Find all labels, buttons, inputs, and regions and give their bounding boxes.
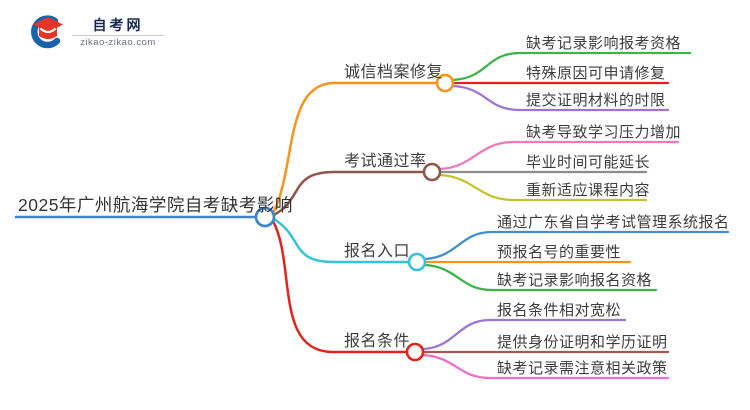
leaf-line-3-1 (423, 230, 730, 261)
leaf-line-1-1 (451, 51, 692, 82)
logo-site-name: 自考网 (92, 16, 144, 33)
leaf-label-3-1[interactable]: 通过广东省自学考试管理系统报名 (497, 214, 730, 231)
branch-line-4 (271, 219, 409, 354)
branch-node-circle-1[interactable] (435, 73, 455, 93)
branch-label-2[interactable]: 考试通过率 (344, 153, 427, 170)
root-node-circle[interactable] (254, 206, 276, 228)
leaf-label-3-3[interactable]: 缺考记录影响报名资格 (497, 272, 653, 289)
branch-label-1[interactable]: 诚信档案修复 (344, 64, 444, 81)
leaf-label-3-2[interactable]: 预报名号的重要性 (497, 244, 622, 261)
branch-node-circle-4[interactable] (405, 342, 425, 362)
branch-node-circle-2[interactable] (422, 162, 442, 182)
logo-graduation-cap-icon (31, 15, 63, 49)
branch-node-circle-3[interactable] (407, 252, 427, 272)
leaf-line-2-3 (438, 173, 648, 202)
leaf-line-3-3 (423, 263, 658, 292)
leaf-line-2-1 (438, 140, 680, 171)
logo-divider (72, 34, 164, 36)
leaf-line-4-1 (421, 318, 627, 351)
leaf-line-1-3 (451, 84, 670, 112)
leaf-label-4-3[interactable]: 缺考记录需注意相关政策 (497, 360, 668, 377)
leaf-line-4-3 (421, 353, 670, 380)
leaf-label-4-1[interactable]: 报名条件相对宽松 (497, 302, 622, 319)
branch-line-3 (272, 217, 411, 264)
branch-label-3[interactable]: 报名入口 (344, 243, 411, 260)
leaf-label-2-3[interactable]: 重新适应课程内容 (526, 182, 651, 199)
leaf-label-1-2[interactable]: 特殊原因可申请修复 (526, 65, 666, 82)
leaf-label-2-2[interactable]: 毕业时间可能延长 (526, 154, 651, 171)
leaf-label-2-1[interactable]: 缺考导致学习压力增加 (526, 124, 682, 141)
branch-line-1 (271, 81, 439, 215)
leaf-label-1-3[interactable]: 提交证明材料的时限 (526, 92, 666, 109)
branch-line-2 (272, 170, 426, 217)
root-node-label[interactable]: 2025年广州航海学院自考缺考影响 (18, 195, 293, 215)
logo-site-url: zikao-zikao.com (80, 36, 156, 48)
leaf-label-4-2[interactable]: 提供身份证明和学历证明 (497, 334, 668, 351)
branch-label-4[interactable]: 报名条件 (344, 333, 411, 350)
leaf-label-1-1[interactable]: 缺考记录影响报考资格 (526, 35, 682, 52)
site-logo: 自考网 zikao-zikao.com (28, 13, 164, 51)
